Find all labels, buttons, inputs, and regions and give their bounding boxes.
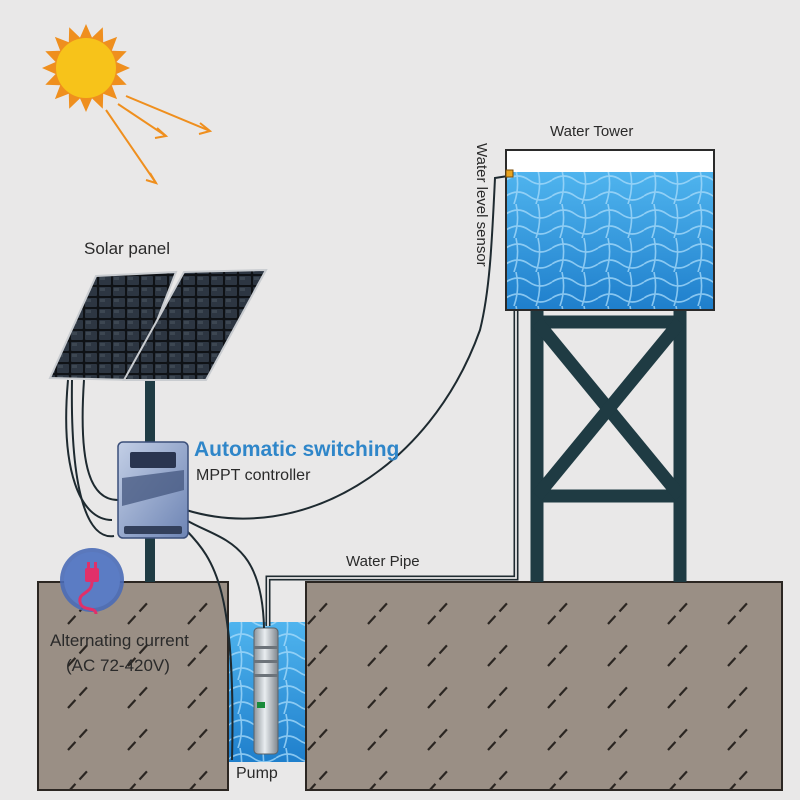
sun-rays (105, 95, 213, 185)
water-level-sensor-label: Water level sensor (473, 143, 490, 267)
water-level-sensor-node (505, 169, 514, 178)
cables (65, 175, 509, 761)
alternating-current-label: Alternating current (50, 631, 189, 650)
ac-voltage-label: (AC 72-420V) (66, 656, 170, 675)
mppt-controller-label: MPPT controller (196, 467, 311, 484)
submersible-pump (253, 627, 279, 755)
sun-icon (42, 24, 130, 112)
solar-panel-label: Solar panel (84, 239, 170, 258)
mppt-controller (117, 441, 189, 539)
water-tower-label: Water Tower (550, 123, 633, 140)
water-tower (505, 149, 715, 582)
automatic-switching-label: Automatic switching (194, 438, 399, 461)
power-plug-icon (60, 548, 124, 615)
pump-label: Pump (236, 765, 278, 782)
water-pipe-label: Water Pipe (346, 553, 420, 570)
solar-panel (48, 268, 268, 382)
ground (37, 581, 783, 791)
